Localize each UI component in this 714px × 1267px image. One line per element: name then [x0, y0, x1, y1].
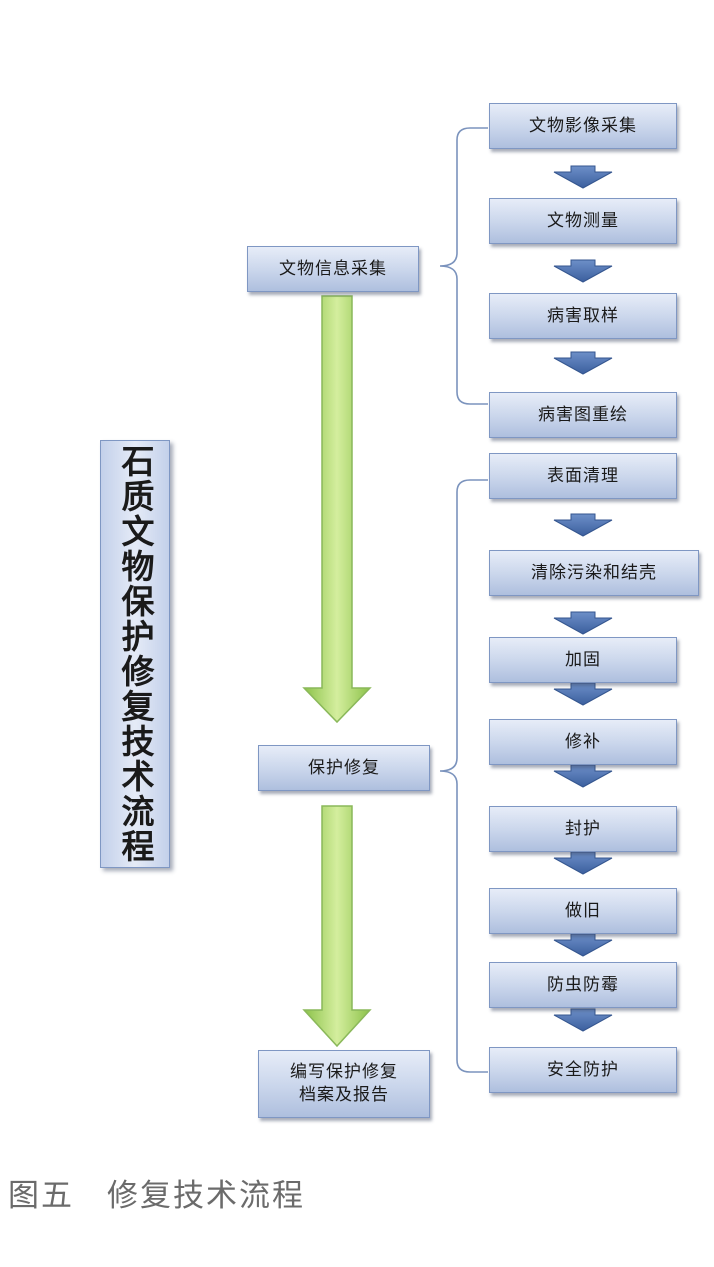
step-label: 安全防护: [547, 1059, 619, 1080]
stage-conservation-repair: 保护修复: [258, 745, 430, 791]
step-consolidation: 加固: [489, 637, 677, 683]
step-sampling: 病害取样: [489, 293, 677, 339]
step-mending: 修补: [489, 719, 677, 765]
stage-documentation-report: 编写保护修复 档案及报告: [258, 1050, 430, 1118]
step-label: 文物测量: [547, 210, 619, 231]
green-arrow-2: [302, 805, 372, 1048]
step-label: 修补: [565, 731, 601, 752]
blue-arrow-repair-6: [553, 933, 613, 957]
step-aging-finish: 做旧: [489, 888, 677, 934]
step-disease-mapping: 病害图重绘: [489, 392, 677, 438]
process-title-box: 石质文物保护修复技术流程: [100, 440, 170, 868]
step-surface-cleaning: 表面清理: [489, 453, 677, 499]
blue-arrow-repair-4: [553, 764, 613, 788]
step-sealing: 封护: [489, 806, 677, 852]
process-title: 石质文物保护修复技术流程: [116, 444, 155, 864]
step-remove-pollution: 清除污染和结壳: [489, 550, 699, 596]
step-label: 封护: [565, 818, 601, 839]
blue-arrow-repair-5: [553, 851, 613, 875]
stage-label: 编写保护修复 档案及报告: [290, 1062, 398, 1105]
blue-arrow-info-3: [553, 351, 613, 375]
stage-label: 文物信息采集: [279, 258, 387, 279]
stage-info-collection: 文物信息采集: [247, 246, 419, 292]
stage-label: 保护修复: [308, 757, 380, 778]
step-label: 清除污染和结壳: [531, 562, 657, 583]
bracket-info: [439, 127, 488, 405]
blue-arrow-repair-2: [553, 611, 613, 635]
step-label: 文物影像采集: [529, 115, 637, 136]
blue-arrow-info-2: [553, 259, 613, 283]
figure-caption: 图五 修复技术流程: [8, 1178, 305, 1214]
blue-arrow-repair-7: [553, 1008, 613, 1032]
bracket-repair: [439, 479, 488, 1073]
step-measurement: 文物测量: [489, 198, 677, 244]
step-label: 病害图重绘: [538, 404, 628, 425]
blue-arrow-info-1: [553, 165, 613, 189]
blue-arrow-repair-1: [553, 513, 613, 537]
step-label: 防虫防霉: [547, 974, 619, 995]
blue-arrow-repair-3: [553, 682, 613, 706]
step-label: 加固: [565, 649, 601, 670]
step-safety-protection: 安全防护: [489, 1047, 677, 1093]
step-label: 病害取样: [547, 305, 619, 326]
step-label: 做旧: [565, 900, 601, 921]
step-insect-mold-prevention: 防虫防霉: [489, 962, 677, 1008]
step-label: 表面清理: [547, 465, 619, 486]
step-image-collection: 文物影像采集: [489, 103, 677, 149]
green-arrow-1: [302, 295, 372, 724]
